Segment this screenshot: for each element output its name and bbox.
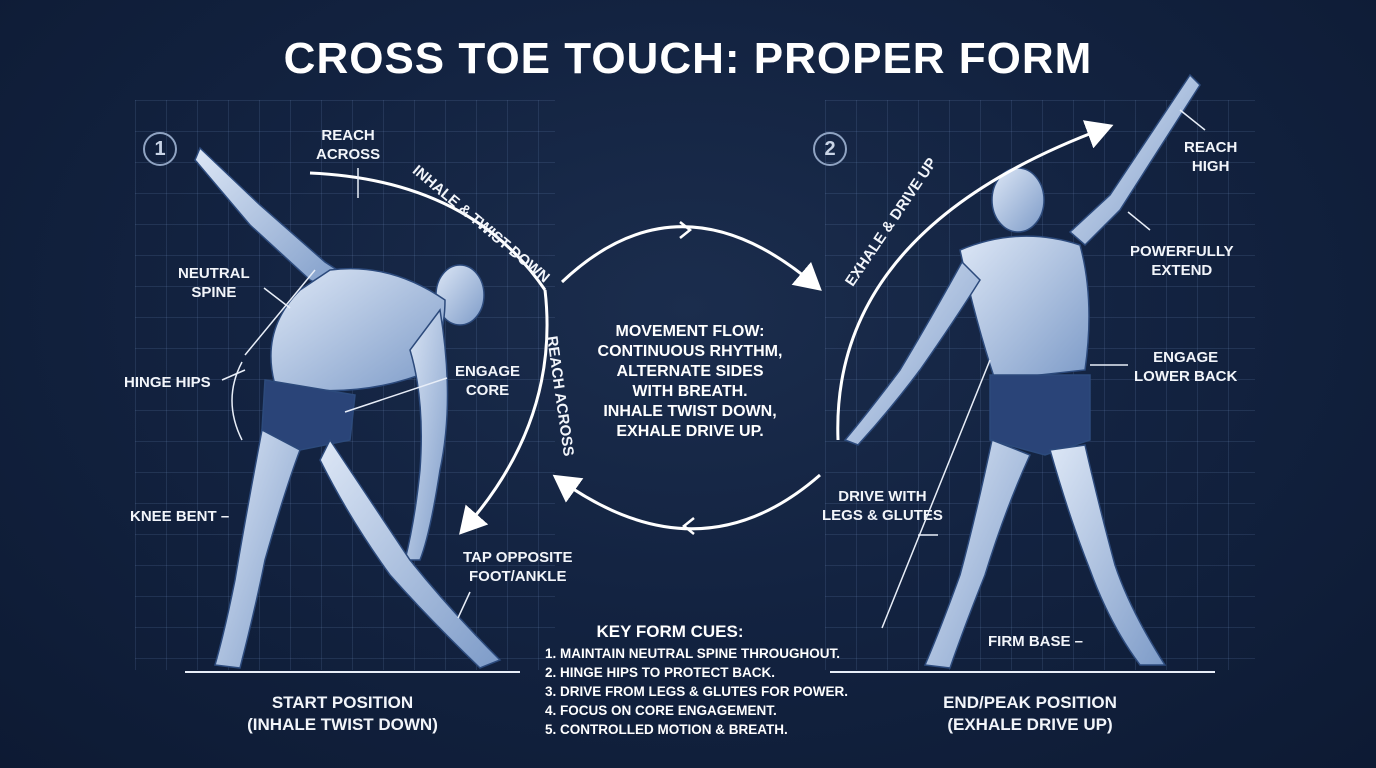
label-firm-base: FIRM BASE – — [988, 633, 1084, 650]
cues-heading: KEY FORM CUES: — [596, 622, 744, 641]
arc-exhale-drive — [836, 120, 1114, 441]
arc-inhale-twist — [309, 171, 547, 291]
movement-flow-text: MOVEMENT FLOW: CONTINUOUS RHYTHM, ALTERN… — [597, 323, 783, 440]
cycle-arrow-bottom — [552, 473, 821, 531]
cycle-chevron-top — [679, 221, 693, 239]
leader-hinge-hips — [221, 369, 246, 381]
key-form-cues: KEY FORM CUES: 1. MAINTAIN NEUTRAL SPINE… — [545, 622, 875, 739]
leader-reach-high — [1179, 109, 1206, 131]
leader-powerfully — [1127, 211, 1151, 231]
cue-item: 3. DRIVE FROM LEGS & GLUTES FOR POWER. — [545, 684, 849, 699]
label-knee-bent: KNEE BENT – — [130, 508, 230, 525]
leader-engage-core — [344, 377, 448, 413]
cue-item: 4. FOCUS ON CORE ENGAGEMENT. — [545, 703, 777, 718]
cycle-arrow-top — [560, 225, 822, 291]
caption-start-position: START POSITION(INHALE TWIST DOWN) — [247, 693, 438, 734]
cycle-chevron-bottom — [681, 517, 695, 535]
leader-tap — [457, 591, 471, 619]
caption-end-position: END/PEAK POSITION(EXHALE DRIVE UP) — [943, 693, 1117, 734]
arc-reach-across — [459, 289, 549, 535]
cue-item: 5. CONTROLLED MOTION & BREATH. — [545, 722, 788, 737]
cue-item: 2. HINGE HIPS TO PROTECT BACK. — [545, 665, 776, 680]
step-1-icon: 1 — [143, 132, 177, 166]
leader-spine-bracket — [244, 269, 316, 356]
bracket-hips — [231, 361, 243, 441]
figure-end-position — [843, 73, 1201, 669]
leader-drive-bracket — [881, 359, 991, 629]
step-2-icon: 2 — [813, 132, 847, 166]
cue-item: 1. MAINTAIN NEUTRAL SPINE THROUGHOUT. — [545, 646, 841, 661]
page-title: CROSS TOE TOUCH: PROPER FORM — [283, 34, 1093, 83]
figure-start-position — [194, 146, 502, 669]
label-hinge-hips: HINGE HIPS — [124, 374, 211, 391]
